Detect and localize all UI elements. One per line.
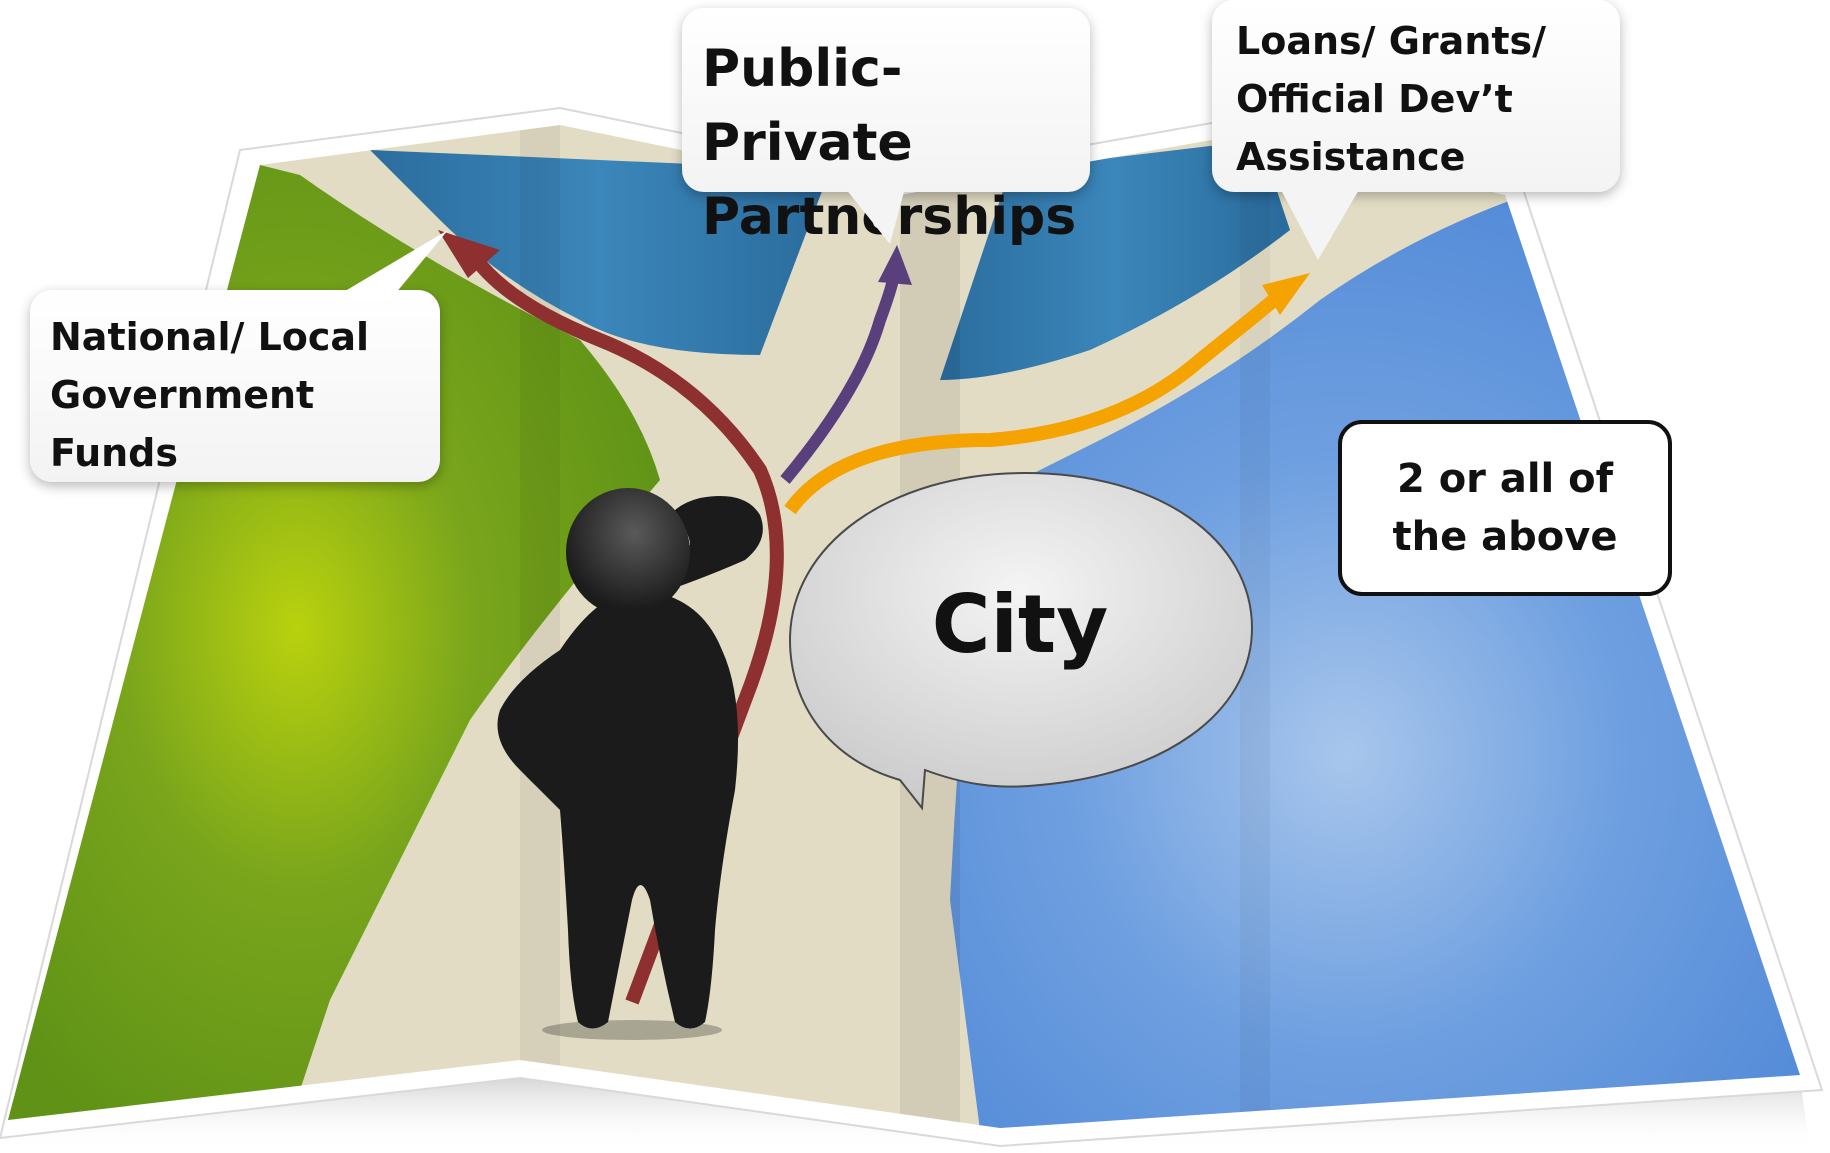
city-bubble	[788, 471, 1254, 811]
callout-line: Government	[50, 373, 315, 417]
callout-public-private: Public-Private Partnerships	[682, 8, 1090, 247]
arrow-ppp-head	[878, 245, 912, 285]
person-arm-hip	[510, 690, 585, 800]
person-silhouette	[497, 488, 763, 1040]
callout-line: Public-Private	[702, 39, 913, 173]
arrow-loans	[784, 289, 1285, 515]
callout-line: the above	[1392, 514, 1618, 560]
callout-line: National/ Local	[50, 315, 370, 359]
person-head	[566, 488, 690, 616]
callout-national-local-funds: National/ Local Government Funds	[30, 290, 440, 482]
water-left	[370, 150, 830, 355]
callout-loans-grants: Loans/ Grants/ Official Dev’t Assistance	[1212, 0, 1620, 192]
callout-line: Loans/ Grants/	[1236, 19, 1547, 63]
callout-line: Funds	[50, 431, 178, 475]
city-label: City	[931, 578, 1109, 671]
callout-line: Assistance	[1236, 135, 1466, 179]
arrow-loans-head	[1262, 273, 1310, 315]
fold-band-1	[520, 125, 560, 1128]
arrow-ppp	[780, 269, 901, 484]
callout-line: Official Dev’t	[1236, 77, 1513, 121]
callout-line: 2 or all of	[1396, 456, 1614, 502]
callout-line: Partnerships	[702, 187, 1077, 247]
water-right	[940, 140, 1290, 380]
callout-all-of-above: 2 or all of the above	[1338, 420, 1672, 596]
arrow-national-head	[438, 230, 500, 278]
